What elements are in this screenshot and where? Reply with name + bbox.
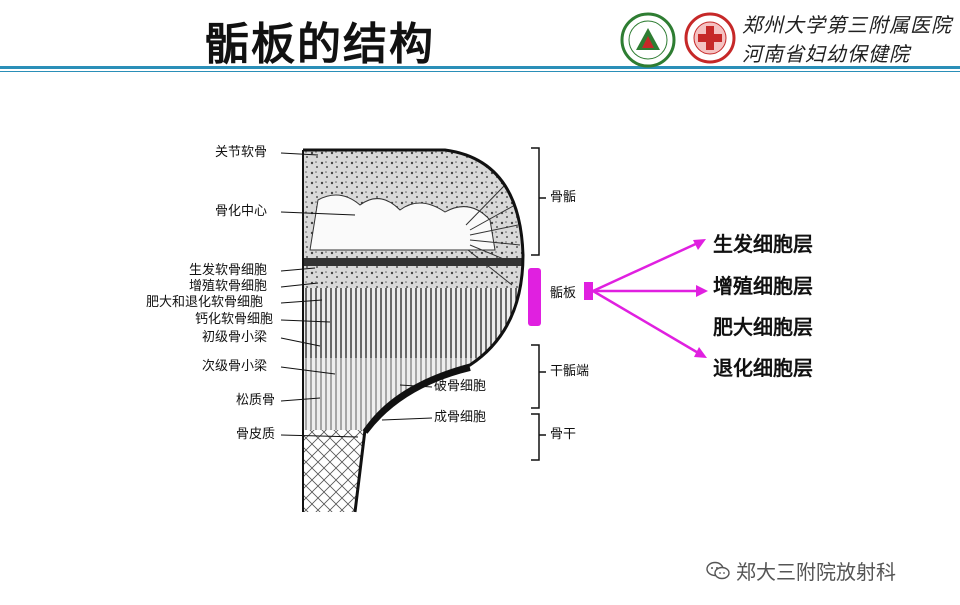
label-growth-plate: 骺板 bbox=[550, 286, 577, 301]
label-primary-trabeculae: 初级骨小梁 bbox=[202, 330, 268, 345]
hospital-name-line1: 郑州大学第三附属医院 bbox=[742, 13, 952, 37]
leader-lines bbox=[280, 152, 433, 438]
layer-proliferative: 增殖细胞层 bbox=[713, 274, 813, 298]
label-cortical-bone: 骨皮质 bbox=[236, 427, 276, 442]
label-osteoblast: 成骨细胞 bbox=[434, 410, 487, 425]
university-logo bbox=[620, 12, 676, 68]
label-germinal-chondrocytes: 生发软骨细胞 bbox=[189, 263, 268, 278]
label-osteoclast: 破骨细胞 bbox=[434, 379, 487, 394]
layer-hypertrophic: 肥大细胞层 bbox=[713, 315, 813, 339]
label-hypertrophic-chondrocytes: 肥大和退化软骨细胞 bbox=[146, 295, 264, 310]
wechat-icon bbox=[706, 561, 730, 579]
page-title: 骺板的结构 bbox=[205, 19, 435, 70]
watermark: 郑大三附院放射科 bbox=[706, 556, 896, 585]
hospital-logo bbox=[684, 12, 736, 64]
growth-plate-connector bbox=[584, 282, 593, 300]
layer-germinal: 生发细胞层 bbox=[713, 232, 813, 256]
watermark-text: 郑大三附院放射科 bbox=[736, 560, 896, 584]
growth-plate-marker bbox=[528, 268, 541, 326]
header-rule-thick bbox=[0, 66, 960, 69]
layer-degenerative: 退化细胞层 bbox=[713, 356, 813, 380]
region-braces bbox=[531, 147, 546, 461]
label-secondary-trabeculae: 次级骨小梁 bbox=[202, 359, 268, 374]
label-calcified-chondrocytes: 钙化软骨细胞 bbox=[195, 312, 274, 327]
bone-section bbox=[303, 150, 523, 512]
label-ossification-center: 骨化中心 bbox=[215, 204, 268, 219]
header-rule-thin bbox=[0, 71, 960, 72]
label-metaphysis: 干骺端 bbox=[550, 364, 590, 379]
label-epiphysis: 骨骺 bbox=[550, 190, 577, 205]
layer-arrows bbox=[592, 239, 708, 358]
label-diaphysis: 骨干 bbox=[550, 427, 577, 442]
label-cancellous-bone: 松质骨 bbox=[236, 393, 276, 408]
hospital-name-line2: 河南省妇幼保健院 bbox=[742, 42, 910, 66]
label-articular-cartilage: 关节软骨 bbox=[215, 145, 268, 160]
label-proliferating-chondrocytes: 增殖软骨细胞 bbox=[189, 279, 268, 294]
